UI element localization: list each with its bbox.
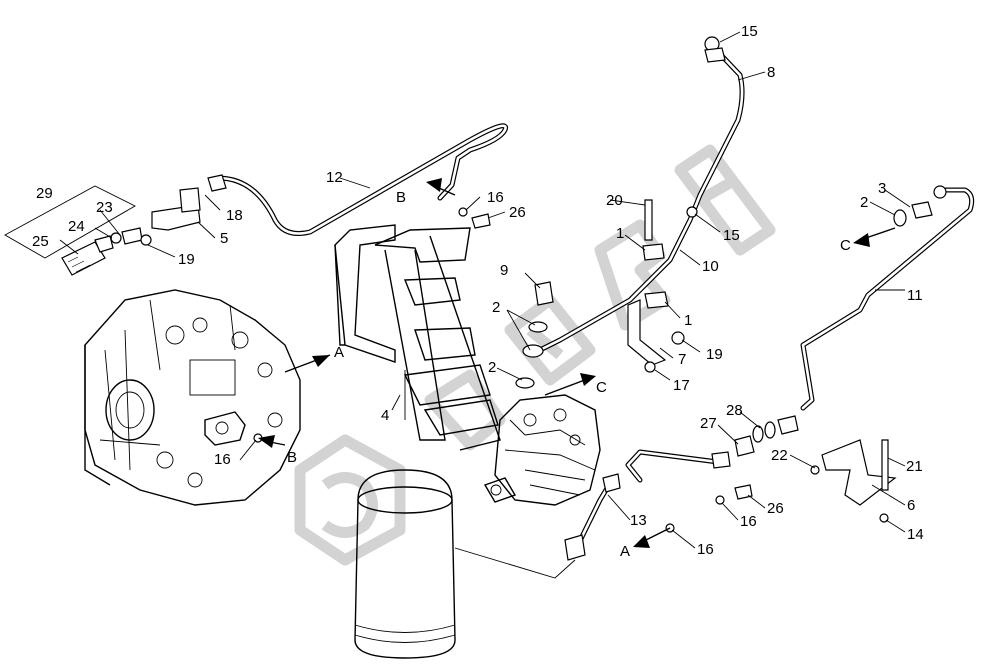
callout-15-top: 15 (741, 23, 758, 40)
callout-2-right: 2 (860, 194, 868, 211)
callout-13: 13 (630, 512, 647, 529)
access-ladder (334, 224, 501, 451)
callout-6: 6 (907, 497, 915, 514)
callout-21: 21 (906, 458, 923, 475)
callout-14: 14 (907, 526, 924, 543)
callout-A-left: A (334, 344, 344, 361)
callout-22: 22 (771, 447, 788, 464)
callout-12: 12 (326, 169, 343, 186)
group-29-frame (4, 185, 136, 259)
callout-23: 23 (96, 199, 113, 216)
callout-19-mid: 19 (706, 346, 723, 363)
callout-16-bottom-a: 16 (740, 513, 757, 530)
callout-19-left: 19 (178, 251, 195, 268)
pipe-12 (215, 123, 509, 236)
leader-lines (59, 31, 911, 549)
callout-16-left: 16 (214, 451, 231, 468)
direction-arrows (258, 178, 896, 548)
callout-11: 11 (907, 287, 923, 304)
callout-18: 18 (226, 207, 243, 224)
callout-1-top: 1 (616, 225, 624, 242)
callout-B-top: B (396, 189, 406, 206)
callout-24: 24 (68, 218, 85, 235)
callout-16-top: 16 (487, 189, 504, 206)
callout-C-right: C (840, 237, 851, 254)
callout-9: 9 (500, 262, 508, 279)
callout-3: 3 (878, 180, 886, 197)
pipe-11 (800, 187, 975, 411)
callout-25: 25 (32, 233, 49, 250)
callout-A-bottom: A (620, 543, 630, 560)
callout-8: 8 (767, 64, 775, 81)
callout-29: 29 (36, 185, 53, 202)
transmission-housing (84, 289, 301, 506)
callout-26-bottom: 26 (767, 500, 784, 517)
air-tank (354, 469, 456, 659)
air-compressor (483, 394, 601, 506)
callout-16-bottom-b: 16 (697, 541, 714, 558)
callout-2-mid-b: 2 (488, 359, 496, 376)
callout-27: 27 (700, 415, 717, 432)
callout-5: 5 (220, 230, 228, 247)
callout-26-top: 26 (509, 204, 526, 221)
callout-labels: 15 8 12 B 16 26 29 23 24 25 18 5 19 20 1… (32, 23, 924, 560)
fittings (61, 36, 947, 561)
callout-2-mid-a: 2 (492, 299, 500, 316)
callout-28: 28 (726, 402, 743, 419)
callout-7: 7 (678, 351, 686, 368)
callout-1-mid: 1 (684, 312, 692, 329)
callout-C-mid: C (596, 379, 607, 396)
callout-15-mid: 15 (723, 227, 740, 244)
callout-20: 20 (606, 192, 623, 209)
callout-10: 10 (702, 258, 719, 275)
callout-17: 17 (673, 377, 690, 394)
pipe-8-10 (537, 53, 745, 353)
callout-4: 4 (381, 407, 389, 424)
callout-B-left: B (287, 449, 297, 466)
